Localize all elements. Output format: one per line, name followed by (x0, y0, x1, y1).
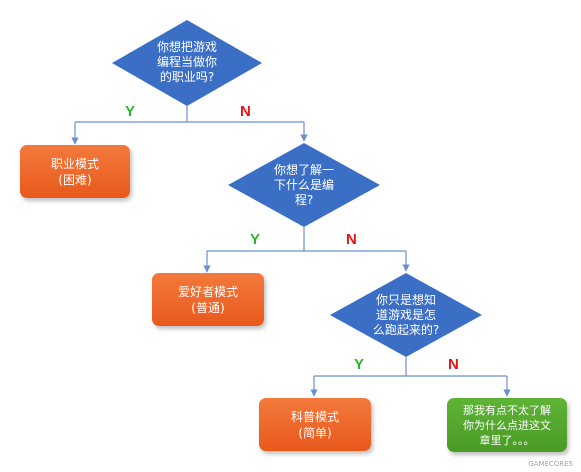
decision-diamond-3 (330, 273, 482, 357)
decision-3-text: 你只是想知 道游戏是怎 么跑起来的? (372, 293, 440, 337)
decision-diamond-1 (112, 20, 262, 106)
decision-diamond-2 (228, 143, 380, 227)
watermark: GAMECORES (528, 460, 573, 468)
yes-label-3: Y (354, 356, 365, 373)
outcome-hobbyist-mode: 爱好者模式 (普通) (152, 273, 264, 326)
outcome-professional-mode: 职业模式 (困难) (20, 145, 130, 198)
outcome-confused-reader: 那我有点不太了解 你为什么点进这文 章里了。。。 (447, 398, 567, 452)
decision-1-text: 你想把游戏 编程当做你 的职业吗? (156, 40, 217, 84)
no-label-3: N (448, 356, 459, 373)
decision-2-text: 你想了解一 下什么是编 程? (273, 163, 334, 207)
yes-label-1: Y (125, 103, 136, 120)
no-label-1: N (240, 103, 251, 120)
connector-decision-2 (203, 227, 410, 273)
connector-decision-3 (310, 357, 511, 397)
no-label-2: N (346, 231, 357, 248)
outcome-science-mode: 科普模式 (简单) (259, 398, 371, 451)
connector-decision-1 (71, 106, 308, 145)
yes-label-2: Y (250, 231, 261, 248)
